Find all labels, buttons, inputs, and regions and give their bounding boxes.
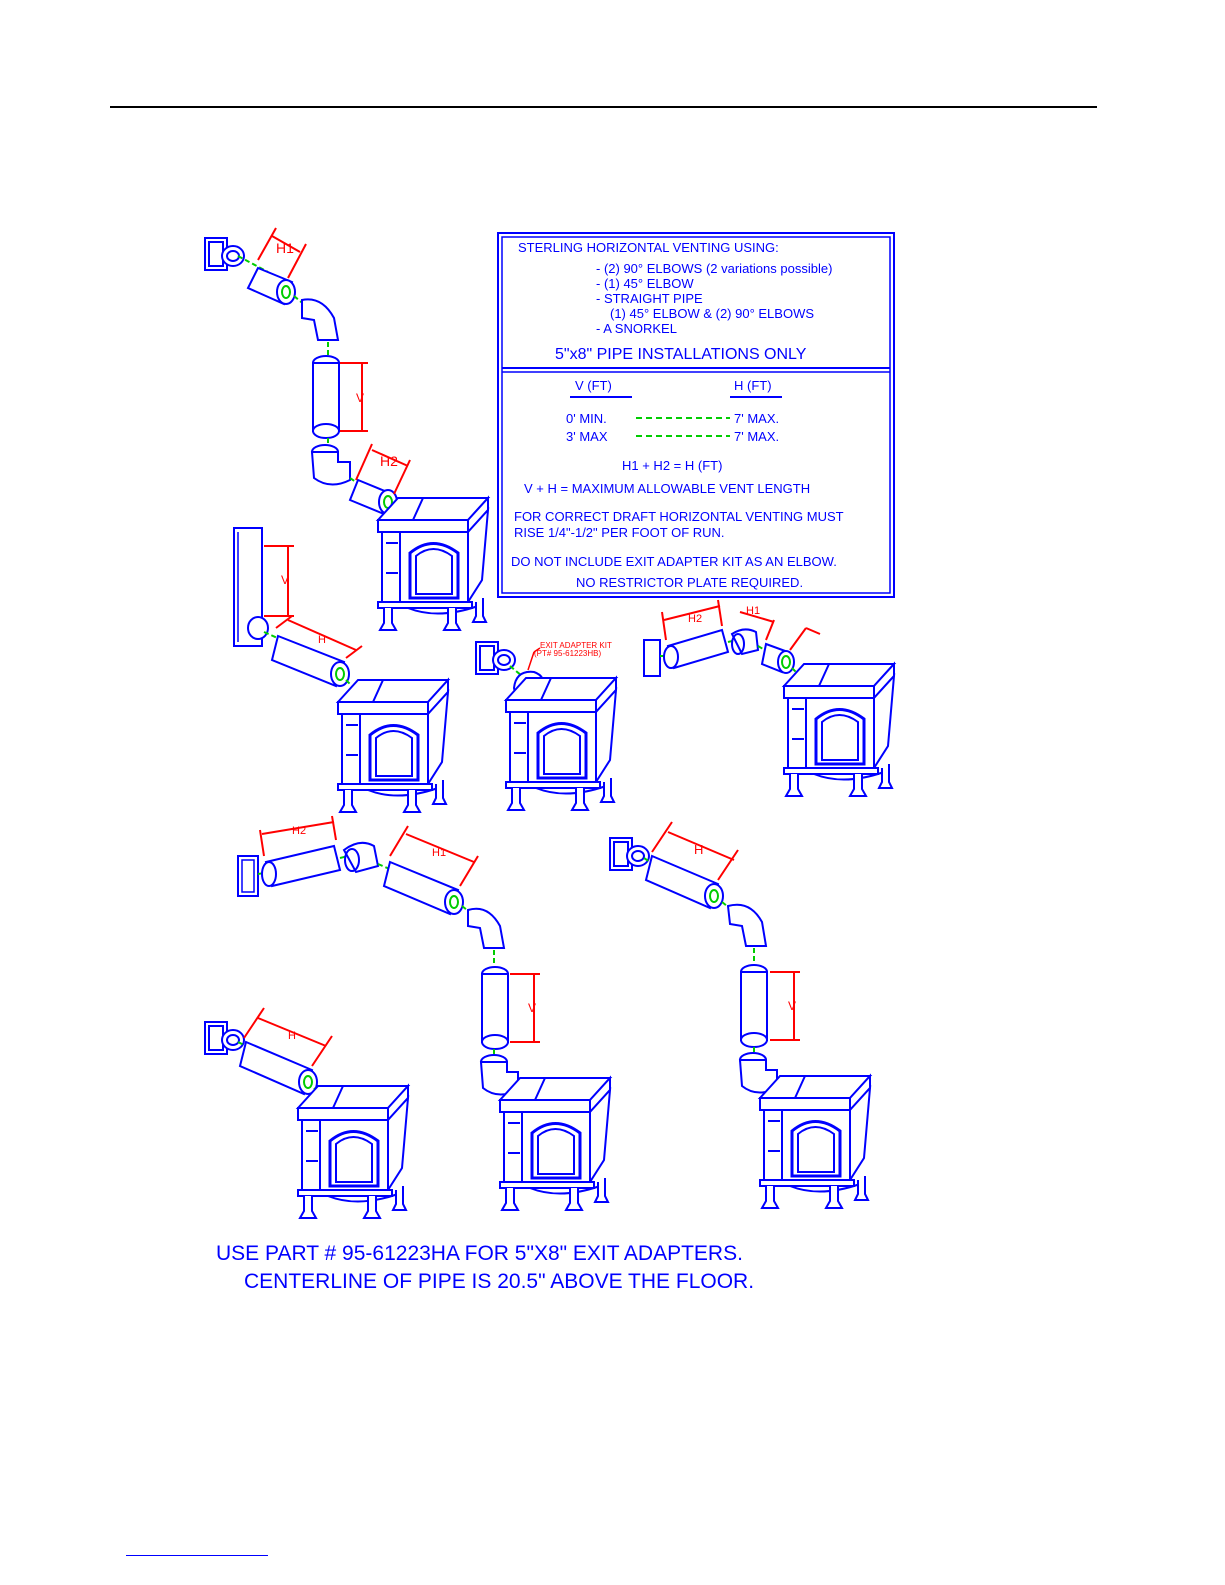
info-installations: 5"x8" PIPE INSTALLATIONS ONLY xyxy=(555,346,807,363)
footer-part-note: USE PART # 95-61223HA FOR 5"X8" EXIT ADA… xyxy=(216,1242,743,1265)
footer-centerline-note: CENTERLINE OF PIPE IS 20.5" ABOVE THE FL… xyxy=(244,1270,754,1293)
h-ft-header: H (FT) xyxy=(734,378,772,393)
note-draft-2: RISE 1/4"-1/2" PER FOOT OF RUN. xyxy=(514,525,725,540)
dim-label-h2: H2 xyxy=(688,613,702,625)
dim-label-h2: H2 xyxy=(292,825,306,837)
diagram-two-elbows-horizontal: H2 H1 xyxy=(643,599,896,798)
formula-v-h: V + H = MAXIMUM ALLOWABLE VENT LENGTH xyxy=(524,481,810,496)
note-restrictor: NO RESTRICTOR PLATE REQUIRED. xyxy=(576,575,803,590)
dim-label-h: H xyxy=(694,842,703,857)
v-ft-header: V (FT) xyxy=(575,378,612,393)
info-box: STERLING HORIZONTAL VENTING USING: - (2)… xyxy=(497,232,895,598)
info-list-item-1: - (2) 90° ELBOWS (2 variations possible) xyxy=(596,261,832,276)
dim-label-h1: H1 xyxy=(276,240,294,256)
dim-label-v: V xyxy=(356,391,364,405)
diagram-straight-pipe: H xyxy=(204,1007,410,1220)
exit-kit-label-line2: (PT# 95-61223HB) xyxy=(534,649,601,658)
dim-label-v: V xyxy=(528,1001,536,1015)
diagram-snorkel: V H xyxy=(233,527,450,814)
info-list-item-3: - STRAIGHT PIPE xyxy=(596,291,703,306)
dim-label-h: H xyxy=(318,634,326,646)
dim-label-h: H xyxy=(288,1030,296,1042)
formula-h1-h2: H1 + H2 = H (FT) xyxy=(622,458,722,473)
header-rule xyxy=(110,106,1097,108)
row2-h: 7' MAX. xyxy=(734,429,779,444)
dim-label-v: V xyxy=(281,573,289,587)
row1-v: 0' MIN. xyxy=(566,411,607,426)
note-draft-1: FOR CORRECT DRAFT HORIZONTAL VENTING MUS… xyxy=(514,509,844,524)
exit-kit-label-line1: EXIT ADAPTER KIT xyxy=(540,641,612,650)
diagram-two-elbows-vertical: H1 V H2 xyxy=(204,227,490,632)
dim-label-h2: H2 xyxy=(380,453,398,469)
dim-label-h1: H1 xyxy=(746,605,760,617)
note-exit-adapter: DO NOT INCLUDE EXIT ADAPTER KIT AS AN EL… xyxy=(511,554,837,569)
row2-v: 3' MAX xyxy=(566,429,608,444)
row1-h: 7' MAX. xyxy=(734,411,779,426)
info-list-item-2: - (1) 45° ELBOW xyxy=(596,276,694,291)
info-list-item-4: (1) 45° ELBOW & (2) 90° ELBOWS xyxy=(610,306,814,321)
diagram-straight-with-elbow-right: H V xyxy=(609,821,872,1210)
diagram-exit-adapter: EXIT ADAPTER KIT (PT# 95-61223HB) xyxy=(475,641,618,812)
dim-label-v: V xyxy=(788,999,796,1013)
dim-label-h1: H1 xyxy=(432,847,446,859)
footer-rule xyxy=(126,1555,268,1556)
info-list-item-5: - A SNORKEL xyxy=(596,321,677,336)
info-title: STERLING HORIZONTAL VENTING USING: xyxy=(518,240,779,255)
diagram-45-elbow-two-90s: H2 H1 V xyxy=(237,815,612,1212)
